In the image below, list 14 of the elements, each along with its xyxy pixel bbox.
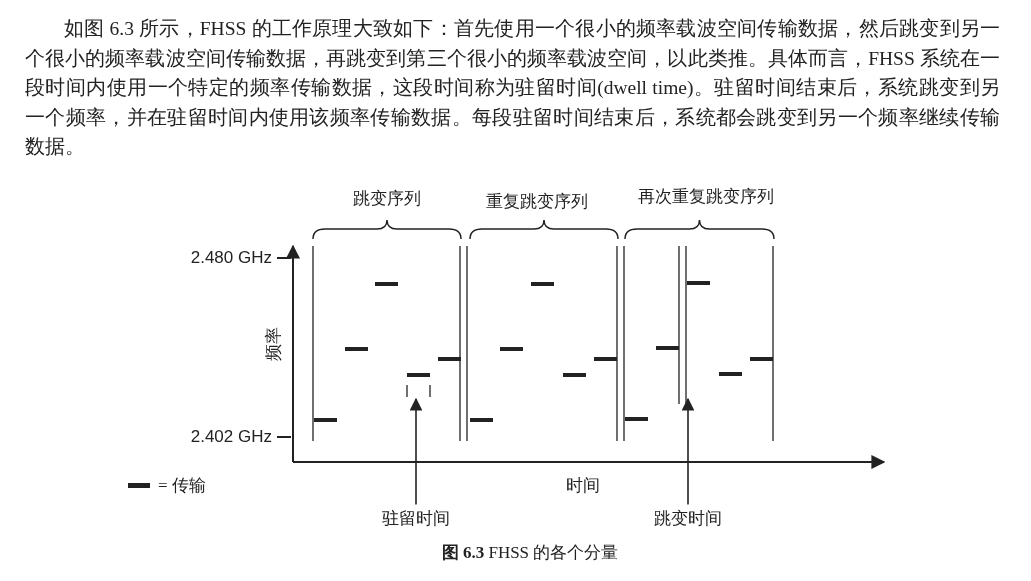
figure-caption: 图 6.3 FHSS 的各个分量 — [441, 541, 619, 564]
leader-arrow — [681, 397, 695, 506]
legend-label: = 传输 — [158, 474, 206, 497]
bracket-label: 再次重复跳变序列 — [638, 185, 774, 208]
axis-label: 频率 — [262, 327, 284, 361]
bracket-label: 跳变序列 — [353, 187, 421, 210]
tick-label: 2.402 GHz — [190, 427, 272, 447]
tick-label: 2.480 GHz — [190, 248, 272, 268]
callout-label: 跳变时间 — [654, 506, 722, 530]
axis-label: 时间 — [566, 474, 600, 497]
leader-arrow — [409, 397, 423, 506]
callout-label: 驻留时间 — [382, 506, 450, 530]
paragraph: 如图 6.3 所示，FHSS 的工作原理大致如下：首先使用一个很小的频率载波空间传输数据，然后跳变到另一个很小的频率载波空间传输数据，再跳变到第三个很小的频率载波空间，以此类推。具体而言，FHSS 系统在一段时间内使用一个特定的频率传输数据，这段时间称为驻留时间(dwell time)。驻留时间结束后，系统跳变到另一个频率，并在驻留时间内使用该频率传输数据。每段驻留时间结束后，系统都会跳变到另一个频率继续传输数据。 — [25, 17, 1000, 159]
bracket-label: 重复跳变序列 — [486, 190, 588, 213]
